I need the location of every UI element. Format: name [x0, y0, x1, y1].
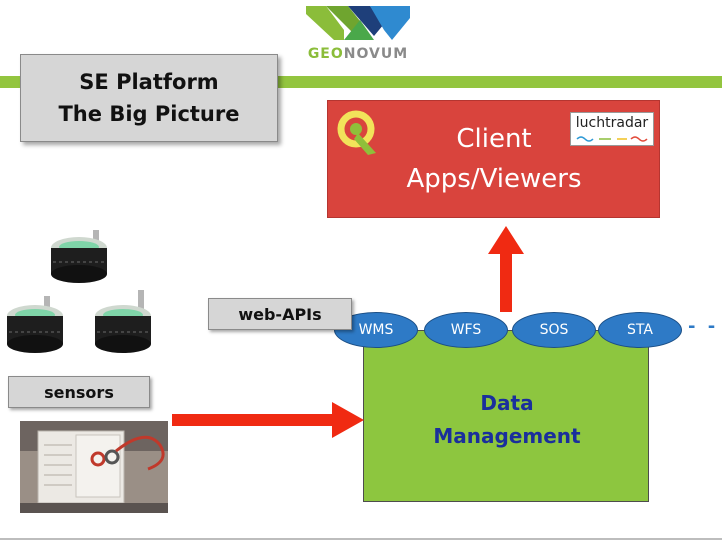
- data-management-line-1: Data: [480, 391, 534, 415]
- sensor-device-icon: [51, 230, 107, 283]
- geonovum-logo-text: GEONOVUM: [307, 46, 409, 62]
- bottom-divider: [0, 538, 722, 540]
- geonovum-logo: GEONOVUM: [300, 4, 416, 64]
- data-management-label: Data Management: [364, 387, 650, 453]
- sensor-device-icon: [7, 296, 63, 353]
- qgis-icon: [337, 110, 376, 155]
- sensors-label: sensors: [8, 376, 150, 408]
- api-more-dots: - -: [688, 316, 719, 337]
- client-apps-line-2: Apps/Viewers: [406, 164, 582, 194]
- data-management-box: Data Management: [363, 330, 649, 502]
- arrow-up-to-clients-icon: [488, 226, 524, 312]
- luchtradar-badge-text: luchtradar: [575, 115, 649, 131]
- api-wfs: WFS: [424, 312, 508, 348]
- sensor-device-icon: [95, 290, 151, 353]
- title-line-2: The Big Picture: [58, 102, 240, 126]
- geonovum-logo-mark-icon: [306, 6, 410, 40]
- web-apis-label: web-APIs: [208, 298, 352, 330]
- title-line-1: SE Platform: [79, 70, 219, 94]
- luchtradar-badge: luchtradar: [570, 112, 654, 146]
- client-apps-label: Client Apps/Viewers: [364, 119, 624, 199]
- arrow-right-to-data-management-icon: [172, 402, 364, 438]
- sensor-station-photo: [20, 421, 168, 513]
- data-management-line-2: Management: [433, 424, 581, 448]
- api-sos: SOS: [512, 312, 596, 348]
- client-apps-line-1: Client: [456, 124, 532, 154]
- title-box: SE Platform The Big Picture: [20, 54, 278, 142]
- luchtradar-waves-icon: [576, 136, 648, 142]
- api-sta: STA: [598, 312, 682, 348]
